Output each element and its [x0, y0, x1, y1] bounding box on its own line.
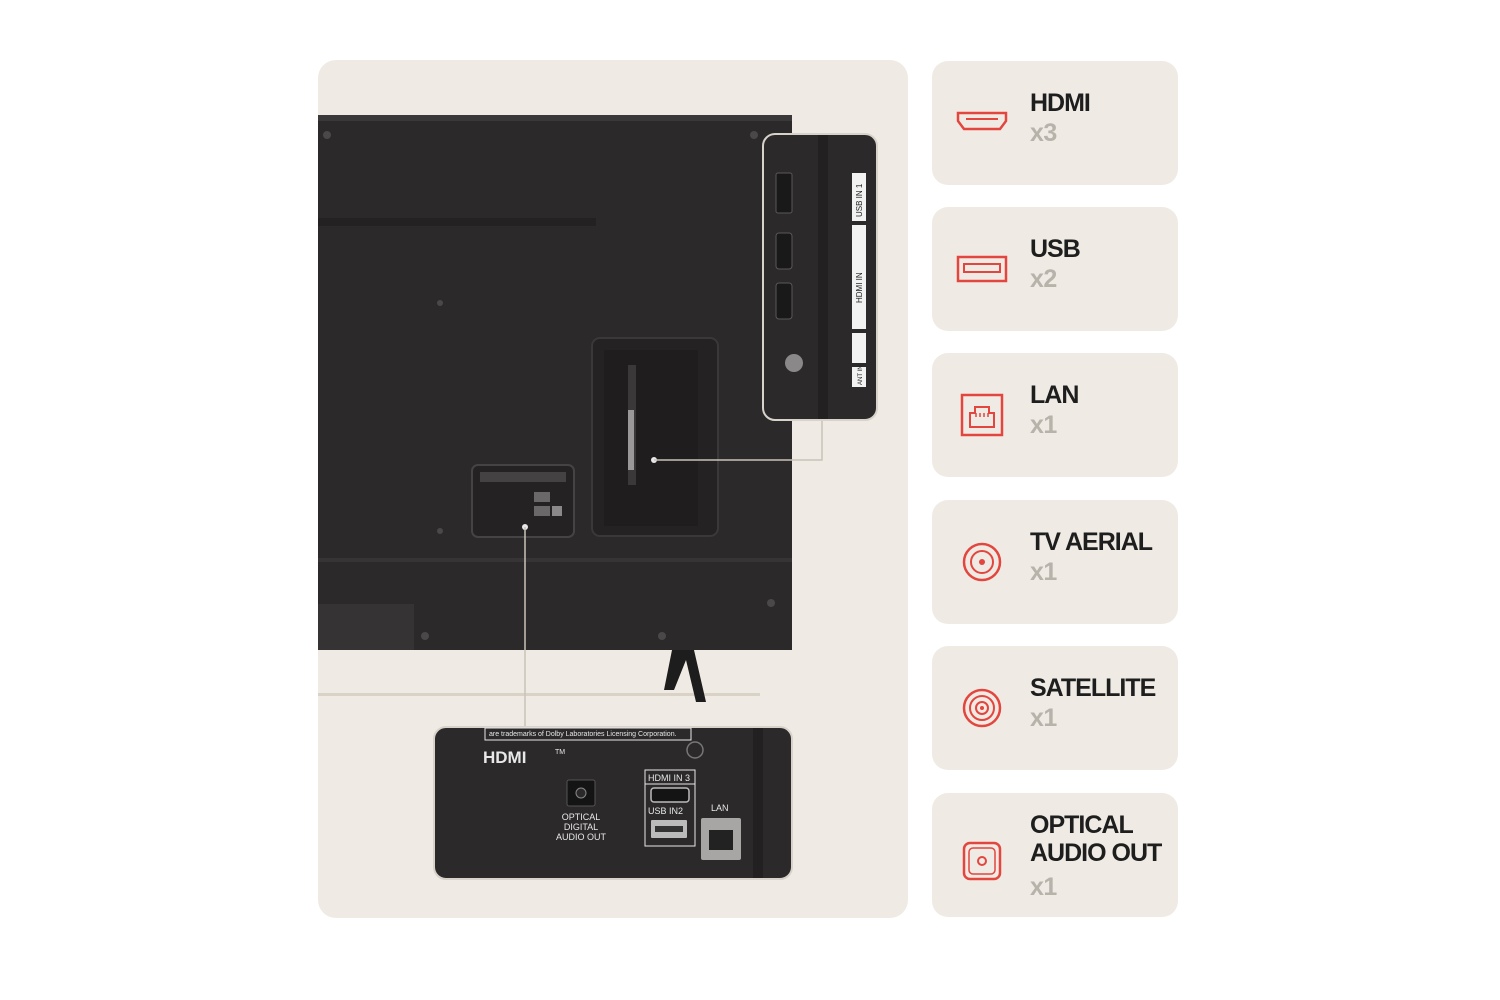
tv-back	[318, 115, 792, 650]
connector-label: OPTICAL AUDIO OUT	[1030, 811, 1162, 867]
ethernet-port-icon	[954, 387, 1010, 443]
connector-label: SATELLITE	[1030, 674, 1156, 702]
optical-label-1: OPTICAL	[562, 812, 601, 822]
connector-label: HDMI	[1030, 89, 1091, 117]
connector-label: LAN	[1030, 381, 1079, 409]
connector-count: x1	[1030, 558, 1057, 586]
usb-port-label: USB IN 1	[855, 183, 864, 217]
side-ports-closeup: USB IN 1 HDMI IN ANT IN	[762, 133, 878, 421]
lan-port-label: LAN	[711, 803, 729, 813]
connector-count: x1	[1030, 411, 1057, 439]
connector-card-optical: OPTICAL AUDIO OUT x1	[932, 793, 1178, 917]
tv-stand	[664, 650, 706, 702]
connector-count: x2	[1030, 265, 1057, 293]
hdmi-port-icon	[954, 95, 1010, 151]
aerial-port-icon	[954, 534, 1010, 590]
floor-line	[318, 693, 760, 696]
optical-label-3: AUDIO OUT	[556, 832, 607, 842]
trademark-text: are trademarks of Dolby Laboratories Lic…	[489, 731, 677, 738]
hdmi-tm: TM	[555, 749, 565, 756]
usb-port-icon	[954, 241, 1010, 297]
bottom-ports-closeup: are trademarks of Dolby Laboratories Lic…	[433, 726, 793, 880]
hdmi-port-label: HDMI IN	[855, 272, 864, 303]
hdmi-logo: HDMI	[483, 748, 526, 767]
connector-count: x1	[1030, 873, 1057, 901]
ant-in-label: ANT IN	[858, 365, 864, 385]
optical-label-2: DIGITAL	[564, 822, 598, 832]
connector-count: x1	[1030, 704, 1057, 732]
hdmi-in3-label: HDMI IN 3	[648, 773, 690, 783]
optical-port-icon	[954, 833, 1010, 889]
usb-in2-label: USB IN2	[648, 806, 683, 816]
connector-count: x3	[1030, 119, 1057, 147]
connector-label: TV AERIAL	[1030, 528, 1153, 556]
connector-label: USB	[1030, 235, 1081, 263]
satellite-port-icon	[954, 680, 1010, 736]
